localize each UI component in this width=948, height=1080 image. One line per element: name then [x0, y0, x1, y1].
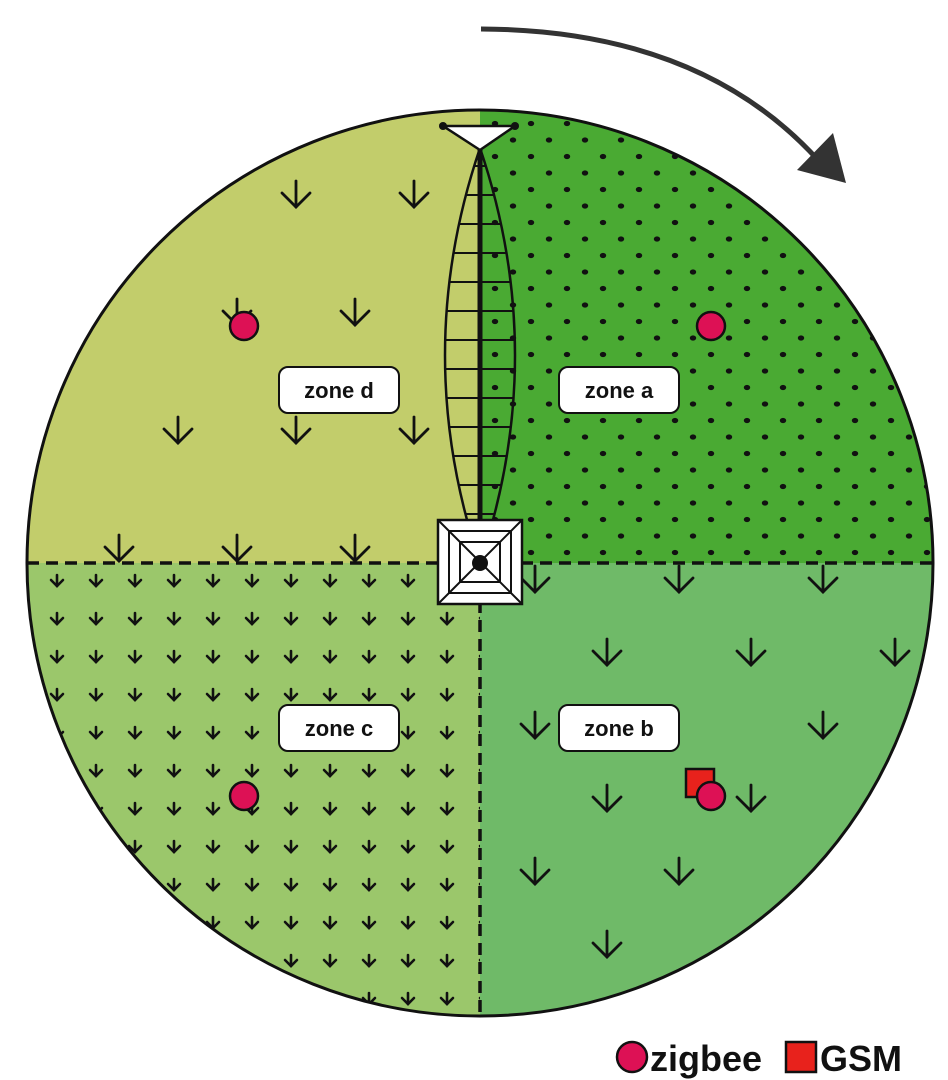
legend: zigbee GSM [615, 1038, 902, 1079]
pivot-center-icon [436, 518, 524, 606]
pivot-end-tower [438, 122, 520, 152]
rotation-direction-arrow [480, 26, 820, 162]
zigbee-sensor-zone-c [228, 780, 260, 812]
zone-label-c: zone c [278, 704, 400, 752]
zone-label-b: zone b [558, 704, 680, 752]
gsm-legend-icon [784, 1040, 818, 1074]
pivot-arm [443, 144, 517, 567]
svg-text:zone c: zone c [305, 716, 373, 741]
zigbee-sensor-zone-b [695, 780, 727, 812]
zigbee-sensor-zone-d [228, 310, 260, 342]
svg-text:zone a: zone a [585, 378, 654, 403]
legend-zigbee-label: zigbee [650, 1038, 762, 1079]
zone-label-d: zone d [278, 366, 400, 414]
zigbee-sensor-zone-a [695, 310, 727, 342]
rotation-arrowhead-icon [797, 133, 846, 183]
legend-gsm-label: GSM [820, 1038, 902, 1079]
zigbee-legend-icon [615, 1040, 649, 1074]
svg-text:zone b: zone b [584, 716, 654, 741]
svg-text:zone d: zone d [304, 378, 374, 403]
zone-label-a: zone a [558, 366, 680, 414]
